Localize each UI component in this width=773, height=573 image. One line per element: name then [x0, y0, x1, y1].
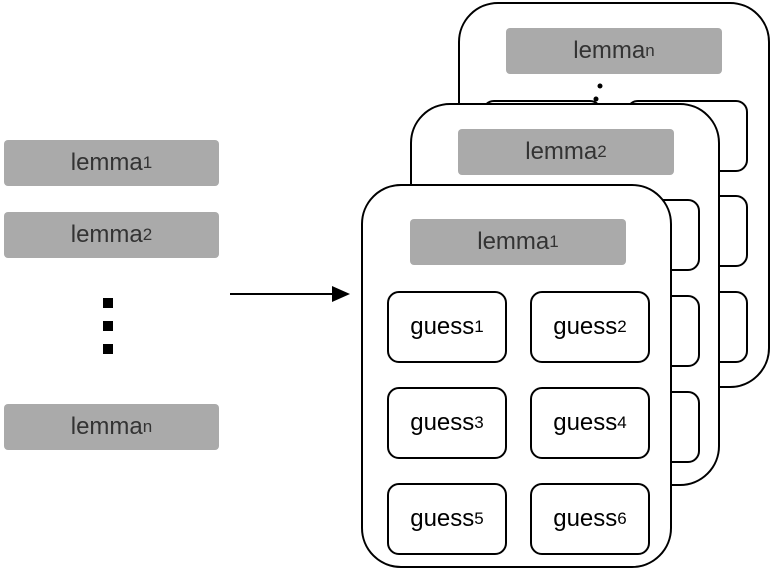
- guess-3-text: guess: [410, 409, 475, 436]
- card-middle-lemma-text: lemma: [525, 138, 598, 165]
- guess-1-text: guess: [410, 313, 475, 340]
- lemma-2-text: lemma: [70, 221, 143, 248]
- card-front-lemma-text: lemma: [477, 228, 550, 255]
- vertical-ellipsis: [103, 298, 115, 367]
- card-back-lemma-text: lemma: [573, 37, 646, 64]
- arrow-head: [332, 286, 350, 302]
- guess-2-text: guess: [553, 313, 618, 340]
- lemma-1-text: lemma: [70, 149, 143, 176]
- ellipsis-dot: [103, 321, 113, 331]
- lemma-n-text: lemma: [70, 413, 143, 440]
- guess-5-text: guess: [410, 505, 475, 532]
- guess-4-text: guess: [553, 409, 618, 436]
- ellipsis-dot: [103, 344, 113, 354]
- diagonal-dot: [593, 96, 599, 102]
- ellipsis-dot: [103, 298, 113, 308]
- guess-6-text: guess: [553, 505, 618, 532]
- diagonal-dot: [597, 83, 603, 89]
